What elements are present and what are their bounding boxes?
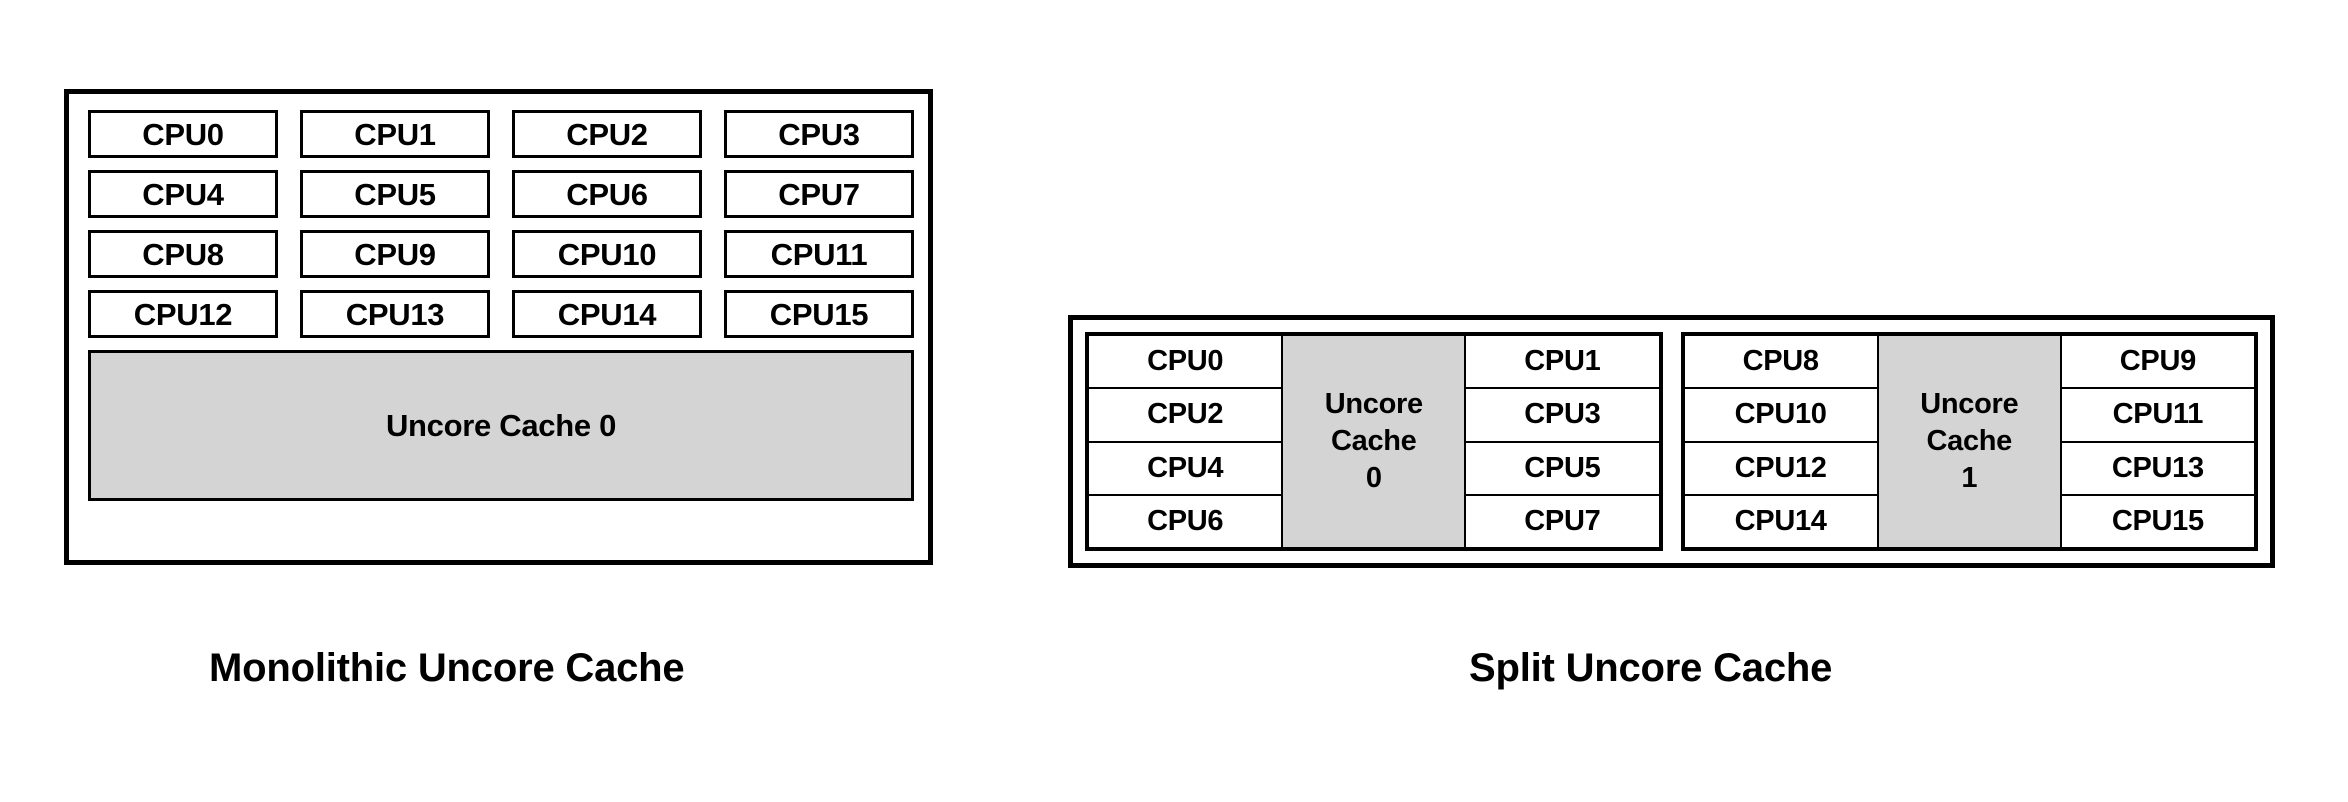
uncore-cache-label-line1: Uncore <box>1920 387 2019 420</box>
cpu-box: CPU7 <box>1464 493 1661 549</box>
cpu-box: CPU10 <box>1682 387 1879 443</box>
uncore-cache-label-line2: Cache <box>1330 424 1417 457</box>
monolithic-uncore-diagram: CPU0 CPU1 CPU2 CPU3 CPU4 CPU5 CPU6 CPU7 … <box>64 89 933 565</box>
cpu-box: CPU6 <box>512 170 702 218</box>
cluster-right-cpu-column: CPU9 CPU11 CPU13 CPU15 <box>2059 334 2256 549</box>
uncore-cache-block: Uncore Cache 1 <box>1876 334 2062 549</box>
cpu-box: CPU13 <box>300 290 490 338</box>
cpu-box: CPU9 <box>2059 334 2256 390</box>
cpu-box: CPU14 <box>512 290 702 338</box>
cpu-box: CPU14 <box>1682 493 1879 549</box>
cpu-box: CPU12 <box>88 290 278 338</box>
cpu-box: CPU5 <box>1464 440 1661 496</box>
uncore-cache-label-line3: 0 <box>1365 462 1382 495</box>
split-diagram-caption: Split Uncore Cache <box>1469 646 1833 690</box>
cpu-box: CPU7 <box>724 170 914 218</box>
cpu-box: CPU5 <box>300 170 490 218</box>
split-uncore-diagram: CPU0 CPU2 CPU4 CPU6 Uncore Cache 0 CPU1 … <box>1068 315 2275 568</box>
monolithic-cpu-grid: CPU0 CPU1 CPU2 CPU3 CPU4 CPU5 CPU6 CPU7 … <box>88 110 914 338</box>
cluster-right-cpu-column: CPU1 CPU3 CPU5 CPU7 <box>1464 334 1661 549</box>
uncore-cache-label-line1: Uncore <box>1324 387 1423 420</box>
split-cluster-container: CPU0 CPU2 CPU4 CPU6 Uncore Cache 0 CPU1 … <box>1085 332 2258 551</box>
uncore-cache-label-line2: Cache <box>1926 424 2013 457</box>
cpu-box: CPU3 <box>1464 387 1661 443</box>
cpu-box: CPU4 <box>1087 440 1284 496</box>
cpu-box: CPU15 <box>2059 493 2256 549</box>
cpu-box: CPU3 <box>724 110 914 158</box>
uncore-cache-label-line3: 1 <box>1961 462 1978 495</box>
cpu-box: CPU15 <box>724 290 914 338</box>
cpu-box: CPU8 <box>88 230 278 278</box>
cpu-box: CPU11 <box>2059 387 2256 443</box>
cpu-box: CPU1 <box>300 110 490 158</box>
cpu-box: CPU2 <box>512 110 702 158</box>
cpu-cluster: CPU0 CPU2 CPU4 CPU6 Uncore Cache 0 CPU1 … <box>1085 332 1663 551</box>
cluster-left-cpu-column: CPU0 CPU2 CPU4 CPU6 <box>1087 334 1284 549</box>
cpu-box: CPU12 <box>1682 440 1879 496</box>
cpu-box: CPU13 <box>2059 440 2256 496</box>
monolithic-diagram-caption: Monolithic Uncore Cache <box>209 646 685 690</box>
uncore-cache-block: Uncore Cache 0 <box>1281 334 1467 549</box>
cpu-box: CPU9 <box>300 230 490 278</box>
cpu-box: CPU11 <box>724 230 914 278</box>
cpu-box: CPU6 <box>1087 493 1284 549</box>
cpu-box: CPU10 <box>512 230 702 278</box>
cpu-box: CPU2 <box>1087 387 1284 443</box>
cpu-box: CPU0 <box>88 110 278 158</box>
uncore-cache-block: Uncore Cache 0 <box>88 350 914 501</box>
cpu-box: CPU4 <box>88 170 278 218</box>
cpu-box: CPU8 <box>1682 334 1879 390</box>
cpu-cluster: CPU8 CPU10 CPU12 CPU14 Uncore Cache 1 CP… <box>1680 332 2258 551</box>
cluster-left-cpu-column: CPU8 CPU10 CPU12 CPU14 <box>1682 334 1879 549</box>
cpu-box: CPU1 <box>1464 334 1661 390</box>
cpu-box: CPU0 <box>1087 334 1284 390</box>
